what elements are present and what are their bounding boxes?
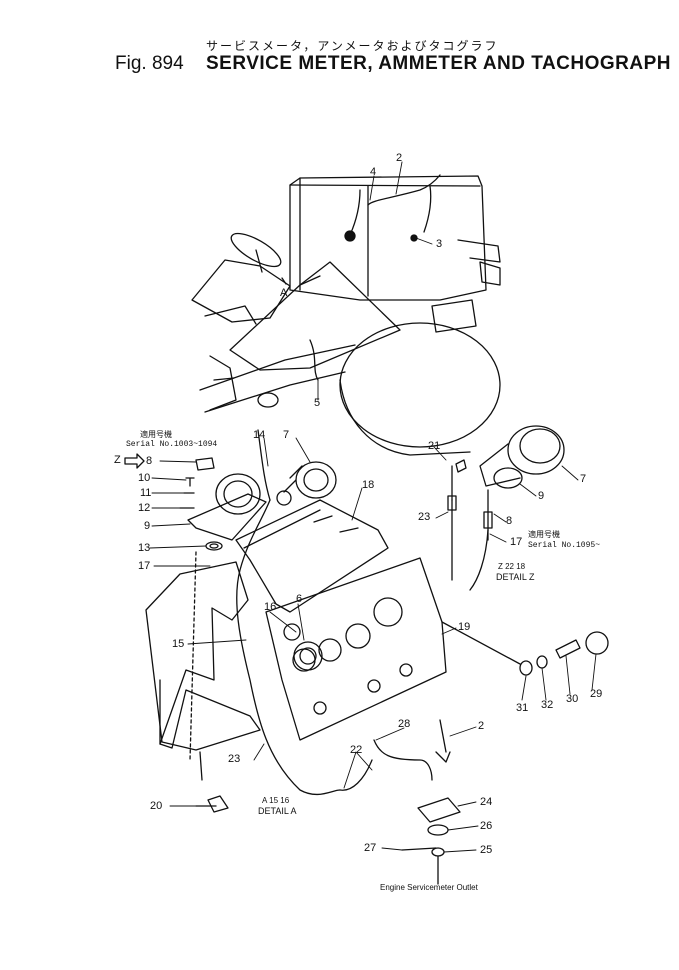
callout-7-right: 7 xyxy=(580,473,587,485)
detail-z-refs: Z 22 18 xyxy=(498,562,526,571)
view-marker-a: A xyxy=(280,287,288,299)
callout-2-top: 2 xyxy=(396,152,403,164)
detail-z-assembly xyxy=(447,425,565,591)
callout-10: 10 xyxy=(138,472,151,484)
callout-13: 13 xyxy=(138,542,151,554)
callout-6: 6 xyxy=(296,593,303,605)
callout-14: 14 xyxy=(253,429,266,441)
callout-22: 22 xyxy=(350,744,363,756)
engine-outlet-caption: Engine Servicemeter Outlet xyxy=(380,883,478,892)
callout-9-right: 9 xyxy=(538,490,545,502)
callout-23-left: 23 xyxy=(228,753,241,765)
callout-28: 28 xyxy=(398,718,411,730)
callout-27: 27 xyxy=(364,842,377,854)
callout-5: 5 xyxy=(314,397,321,409)
serial-note-label-1: 適用号機 xyxy=(140,430,172,439)
callout-25: 25 xyxy=(480,844,493,856)
detail-a-label: DETAIL A xyxy=(258,806,297,816)
callout-8-right: 8 xyxy=(506,515,513,527)
callout-17-left: 17 xyxy=(138,560,151,572)
callout-24: 24 xyxy=(480,796,493,808)
lower-exploded-assembly xyxy=(124,429,447,796)
callout-11: 11 xyxy=(140,487,152,499)
view-marker-z: Z xyxy=(114,454,121,466)
callout-12: 12 xyxy=(138,502,151,514)
detail-a-refs: A 15 16 xyxy=(262,796,290,805)
callout-21: 21 xyxy=(428,440,441,452)
callout-9-left: 9 xyxy=(144,520,151,532)
callout-20: 20 xyxy=(150,800,163,812)
callout-32: 32 xyxy=(541,699,554,711)
callout-3: 3 xyxy=(436,238,443,250)
callout-4: 4 xyxy=(370,166,377,178)
callout-30: 30 xyxy=(566,693,579,705)
japanese-title: サービスメータ，アンメータおよびタコグラフ xyxy=(206,39,499,53)
callout-31: 31 xyxy=(516,702,529,714)
callout-16: 16 xyxy=(264,601,277,613)
engine-outlet-parts xyxy=(195,719,461,885)
serial-note-range-1: Serial No.1003~1094 xyxy=(126,440,218,449)
machine-overview xyxy=(191,174,501,456)
callout-23-right: 23 xyxy=(418,511,431,523)
callout-15: 15 xyxy=(172,638,185,650)
figure-number: Fig. 894 xyxy=(115,53,184,74)
serial-note-label-2: 適用号機 xyxy=(528,530,560,539)
callout-17-right: 17 xyxy=(510,536,523,548)
detail-z-label: DETAIL Z xyxy=(496,572,535,582)
figure-title: SERVICE METER, AMMETER AND TACHOGRAPH xyxy=(206,53,672,74)
callout-7-left: 7 xyxy=(283,429,290,441)
callout-26: 26 xyxy=(480,820,493,832)
callout-leaders xyxy=(149,161,597,853)
callout-18: 18 xyxy=(362,479,375,491)
callout-2-bottom: 2 xyxy=(478,720,485,732)
callout-29: 29 xyxy=(590,688,603,700)
callout-8-left: 8 xyxy=(146,455,153,467)
callout-19: 19 xyxy=(458,621,471,633)
serial-note-range-2: Serial No.1095~ xyxy=(528,541,601,550)
